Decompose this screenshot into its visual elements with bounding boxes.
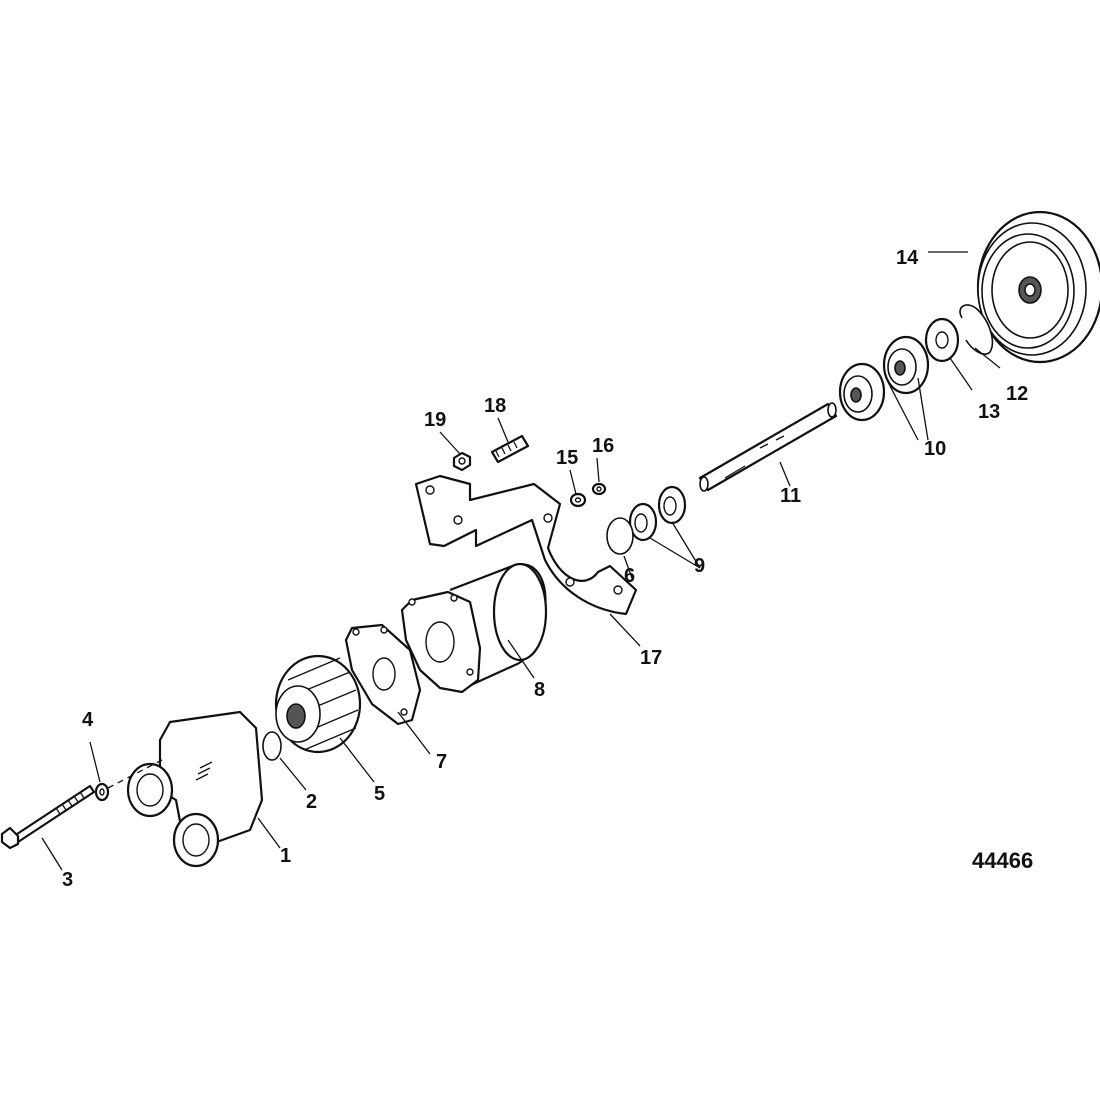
o-ring-large: [606, 517, 634, 555]
callout-9: 9: [694, 555, 705, 577]
leader-lines: [41, 251, 1001, 871]
snap-ring: [959, 304, 994, 355]
callout-15: 15: [556, 447, 578, 469]
bearing-outer: [882, 335, 930, 395]
pump-housing: [126, 710, 264, 868]
callout-7: 7: [436, 751, 447, 773]
shaft-seal-inner: [628, 502, 658, 542]
callout-8: 8: [534, 679, 545, 701]
nut-19: [452, 451, 472, 472]
callout-14: 14: [896, 247, 919, 269]
pulley: [976, 210, 1100, 364]
figure-number: 44466: [972, 848, 1033, 873]
callout-2: 2: [306, 791, 317, 813]
callout-4: 4: [82, 709, 94, 731]
callout-11: 11: [780, 485, 801, 507]
callout-12: 12: [1006, 383, 1028, 405]
callout-6: 6: [624, 565, 635, 587]
callout-18: 18: [484, 395, 506, 417]
callout-17: 17: [640, 647, 662, 669]
callout-13: 13: [978, 401, 1000, 423]
pump-shaft: [698, 402, 838, 492]
bearing-inner: [838, 362, 886, 422]
o-ring-small: [262, 731, 282, 761]
washer: [924, 317, 960, 363]
pump-body-housing: [400, 562, 548, 694]
callout-19: 19: [424, 409, 446, 431]
nut-15: [569, 492, 587, 508]
shaft-seal-outer: [657, 485, 687, 525]
callout-3: 3: [62, 869, 73, 891]
callout-16: 16: [592, 435, 614, 457]
stud: [490, 434, 530, 464]
callout-1: 1: [280, 845, 291, 867]
bolt-washer: [94, 782, 110, 802]
nut-16: [591, 482, 607, 496]
bolt: [0, 784, 96, 850]
callout-10: 10: [924, 438, 946, 460]
callout-5: 5: [374, 783, 385, 805]
impeller: [274, 654, 362, 754]
mounting-bracket: [414, 474, 638, 616]
